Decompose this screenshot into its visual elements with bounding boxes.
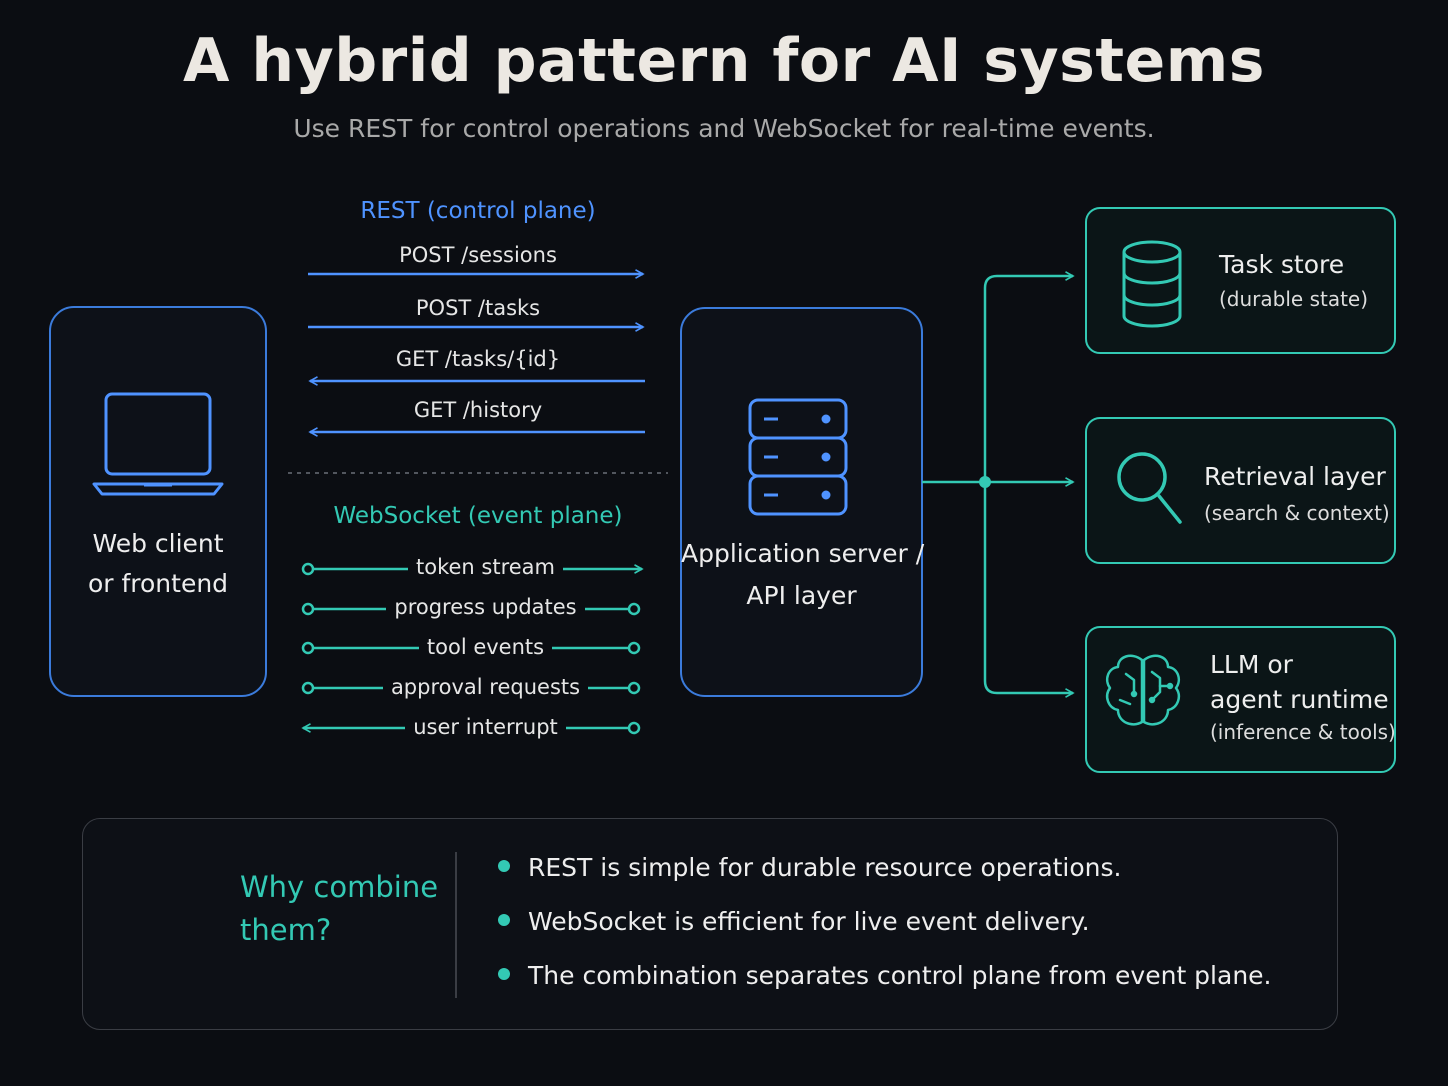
bullet-dot-icon <box>498 860 510 872</box>
ws-event-label: user interrupt <box>405 715 566 739</box>
rest-call-label: POST /tasks <box>409 296 547 320</box>
ws-event-label: progress updates <box>386 595 585 619</box>
why-bullet-text: REST is simple for durable resource oper… <box>528 853 1122 882</box>
llm-title-2: agent runtime <box>1210 685 1389 714</box>
task-store-sub: (durable state) <box>1219 287 1369 311</box>
why-title: Why combine them? <box>240 866 438 952</box>
server-icon <box>748 398 848 516</box>
search-icon <box>1117 452 1182 524</box>
page-title: A hybrid pattern for AI systems <box>183 26 1265 96</box>
server-label: Application server / API layer <box>681 533 925 617</box>
retrieval-title: Retrieval layer <box>1204 462 1386 491</box>
server-label-line2: API layer <box>746 581 857 610</box>
retrieval-sub: (search & context) <box>1204 501 1390 525</box>
why-title-line1: Why combine <box>240 870 439 904</box>
why-bullet: REST is simple for durable resource oper… <box>498 853 1122 882</box>
brain-icon <box>1106 654 1180 726</box>
llm-title: LLM or <box>1210 650 1293 679</box>
client-box <box>49 306 267 697</box>
why-bullet-text: The combination separates control plane … <box>528 961 1272 990</box>
llm-box <box>1085 626 1396 773</box>
rest-call-label: GET /history <box>407 398 549 422</box>
page-subtitle: Use REST for control operations and WebS… <box>293 114 1155 143</box>
rest-call-label: GET /tasks/{id} <box>389 347 567 371</box>
laptop-icon <box>92 392 224 496</box>
llm-sub: (inference & tools) <box>1210 720 1396 744</box>
why-bullet-text: WebSocket is efficient for live event de… <box>528 907 1090 936</box>
client-label: Web client or frontend <box>50 524 266 604</box>
client-label-line1: Web client <box>92 529 224 558</box>
why-panel <box>82 818 1338 1030</box>
bullet-dot-icon <box>498 914 510 926</box>
why-title-line2: them? <box>240 913 332 947</box>
resource-connector <box>922 276 1073 693</box>
retrieval-box <box>1085 417 1396 564</box>
client-label-line2: or frontend <box>87 569 229 598</box>
why-bullet: The combination separates control plane … <box>498 961 1272 990</box>
rest-call-label: POST /sessions <box>393 243 563 267</box>
why-divider <box>455 852 457 998</box>
retrieval-label: Retrieval layer (search & context) <box>1204 462 1390 525</box>
bullet-dot-icon <box>498 968 510 980</box>
ws-event-label: approval requests <box>382 675 589 699</box>
database-icon <box>1122 240 1182 328</box>
llm-label: LLM or agent runtime (inference & tools) <box>1210 650 1396 744</box>
task-store-label: Task store (durable state) <box>1219 250 1368 311</box>
server-label-line1: Application server / <box>681 539 925 568</box>
websocket-heading: WebSocket (event plane) <box>333 503 623 529</box>
task-store-title: Task store <box>1219 250 1345 279</box>
ws-event-label: tool events <box>418 635 553 659</box>
why-bullet: WebSocket is efficient for live event de… <box>498 907 1090 936</box>
rest-heading: REST (control plane) <box>360 198 596 224</box>
server-box <box>680 307 923 697</box>
ws-event-label: token stream <box>408 555 563 579</box>
